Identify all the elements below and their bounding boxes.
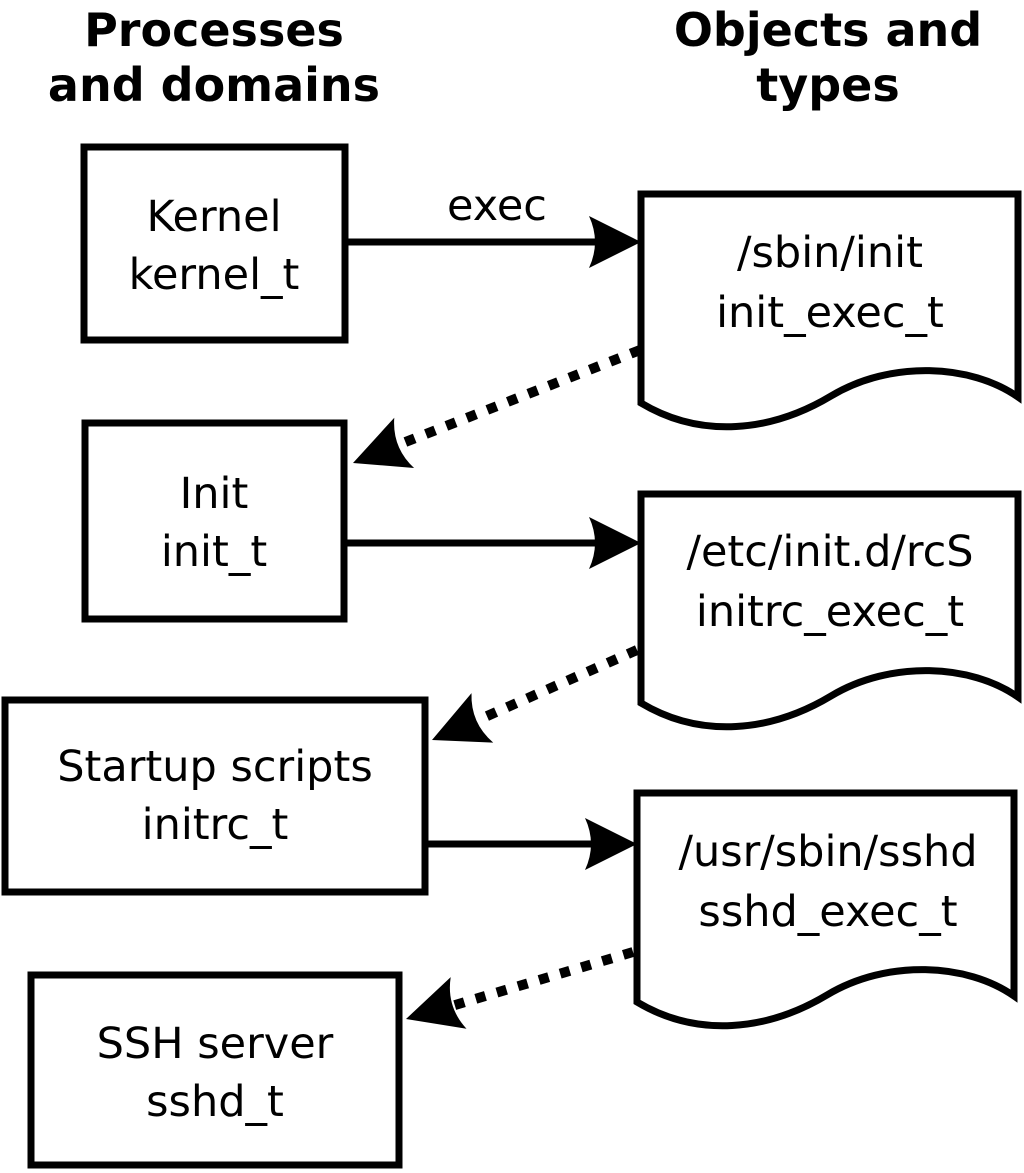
document-shape: [637, 190, 1022, 431]
arrow-head-icon: [589, 517, 641, 569]
kernel-domain: kernel_t: [129, 250, 300, 300]
arrow-head-icon: [353, 417, 415, 468]
right-header-line1: Objects and: [674, 3, 982, 57]
startup-box-rect: [1, 696, 429, 896]
object2-path: /etc/init.d/rcS: [686, 527, 973, 577]
object-doc-sbin-init: /sbin/init init_exec_t: [637, 190, 1022, 431]
process-box-kernel: Kernel kernel_t: [80, 143, 349, 344]
process-box-startup-scripts: Startup scripts initrc_t: [1, 696, 429, 896]
init-domain: init_t: [161, 527, 267, 577]
document-shape: [633, 789, 1018, 1030]
process-box-init: Init init_t: [81, 419, 348, 623]
exec-arrow-init-to-rcs: [347, 517, 641, 569]
init-name: Init: [180, 469, 249, 519]
left-header-line2: and domains: [48, 58, 380, 112]
kernel-name: Kernel: [146, 192, 281, 242]
exec-arrow-kernel-to-sbininit: exec: [348, 181, 641, 268]
column-headers: Processes and domains Objects and types: [48, 3, 982, 112]
object1-type: init_exec_t: [716, 288, 944, 338]
object2-type: initrc_exec_t: [696, 587, 964, 637]
exec-arrow-label: exec: [447, 181, 547, 231]
object3-path: /usr/sbin/sshd: [678, 827, 977, 877]
process-box-ssh-server: SSH server sshd_t: [27, 971, 403, 1169]
dotted-arrow-line: [457, 645, 640, 733]
object-doc-usr-sbin-sshd: /usr/sbin/sshd sshd_exec_t: [633, 789, 1018, 1030]
right-header-line2: types: [756, 58, 899, 112]
document-shape: [637, 490, 1022, 731]
dotted-arrow-line: [378, 345, 642, 457]
ssh-box-rect: [27, 971, 403, 1169]
transition-arrow-sbininit-to-init: [353, 345, 642, 468]
transition-arrow-sshd-to-sshserver: [406, 947, 635, 1029]
startup-domain: initrc_t: [142, 800, 289, 850]
init-box-rect: [81, 419, 348, 623]
kernel-box-rect: [80, 143, 349, 344]
object-doc-etc-initd-rcs: /etc/init.d/rcS initrc_exec_t: [637, 490, 1022, 731]
exec-arrow-startup-to-sshd: [425, 818, 637, 870]
transition-arrow-rcs-to-startup: [432, 645, 640, 743]
ssh-domain: sshd_t: [146, 1077, 284, 1127]
left-header-line1: Processes: [84, 3, 344, 57]
arrow-head-icon: [406, 977, 467, 1029]
startup-name: Startup scripts: [57, 742, 373, 792]
arrow-head-icon: [589, 216, 641, 268]
arrow-head-icon: [432, 693, 494, 743]
ssh-name: SSH server: [97, 1019, 334, 1069]
arrow-head-icon: [585, 818, 637, 870]
dotted-arrow-line: [433, 947, 635, 1016]
object1-path: /sbin/init: [737, 228, 923, 278]
object3-type: sshd_exec_t: [698, 887, 957, 937]
